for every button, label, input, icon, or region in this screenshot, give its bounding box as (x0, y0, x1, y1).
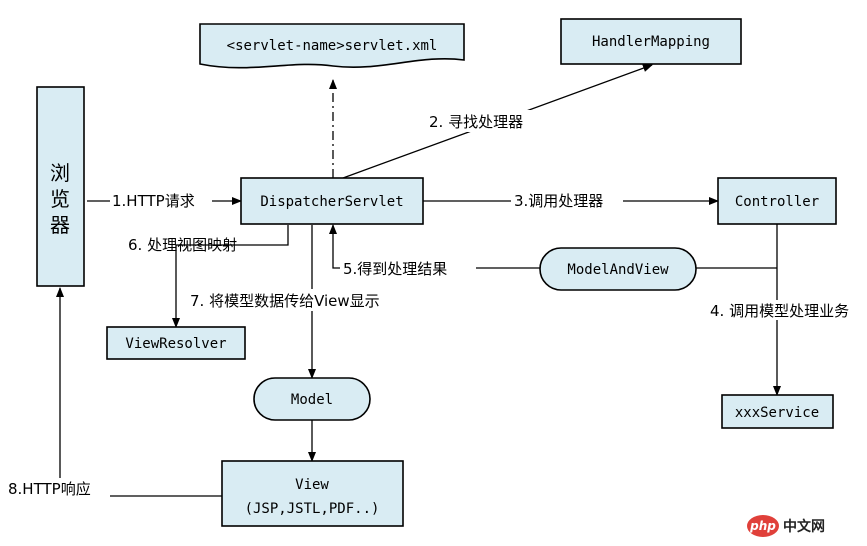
model-label: Model (291, 392, 333, 408)
edge-label-5: 5.得到处理结果 (343, 260, 447, 278)
controller-node (717, 177, 837, 225)
watermark-php: php (749, 519, 776, 533)
view-resolver-label: ViewResolver (125, 336, 226, 352)
edge-label-3: 3.调用处理器 (514, 192, 603, 210)
edge-view-mapping (172, 225, 289, 328)
browser-label-2: 览 (50, 187, 70, 211)
dispatcher-servlet-label: DispatcherServlet (260, 194, 403, 210)
edge-http-response (56, 287, 222, 497)
browser-label-3: 器 (50, 213, 70, 237)
handler-mapping-node (560, 18, 742, 65)
edge-label-8: 8.HTTP响应 (8, 480, 91, 498)
model-and-view-node (539, 247, 697, 291)
handler-mapping-label: HandlerMapping (592, 34, 710, 50)
edge-label-1: 1.HTTP请求 (112, 192, 195, 210)
servlet-xml-label: <servlet-name>servlet.xml (227, 38, 438, 54)
model-node (253, 377, 371, 421)
view-node (221, 460, 404, 527)
xxx-service-node (721, 394, 834, 429)
watermark-site: 中文网 (783, 518, 825, 535)
view-label-2: (JSP,JSTL,PDF..) (245, 501, 380, 517)
controller-label: Controller (735, 194, 819, 210)
view-label-1: View (295, 477, 329, 493)
xxx-service-label: xxxService (735, 405, 819, 421)
browser-node (36, 86, 85, 287)
model-and-view-label: ModelAndView (567, 262, 669, 278)
servlet-xml-node (199, 23, 465, 69)
browser-label-1: 浏 (50, 161, 70, 185)
edge-label-7: 7. 将模型数据传给View显示 (190, 292, 380, 310)
edge-label-4: 4. 调用模型处理业务 (710, 302, 849, 320)
dispatcher-servlet-node (240, 177, 424, 225)
view-resolver-node (106, 326, 246, 360)
php-cn-watermark: php 中文网 (747, 515, 825, 537)
edge-label-2: 2. 寻找处理器 (429, 113, 523, 131)
edge-label-6: 6. 处理视图映射 (128, 236, 237, 254)
